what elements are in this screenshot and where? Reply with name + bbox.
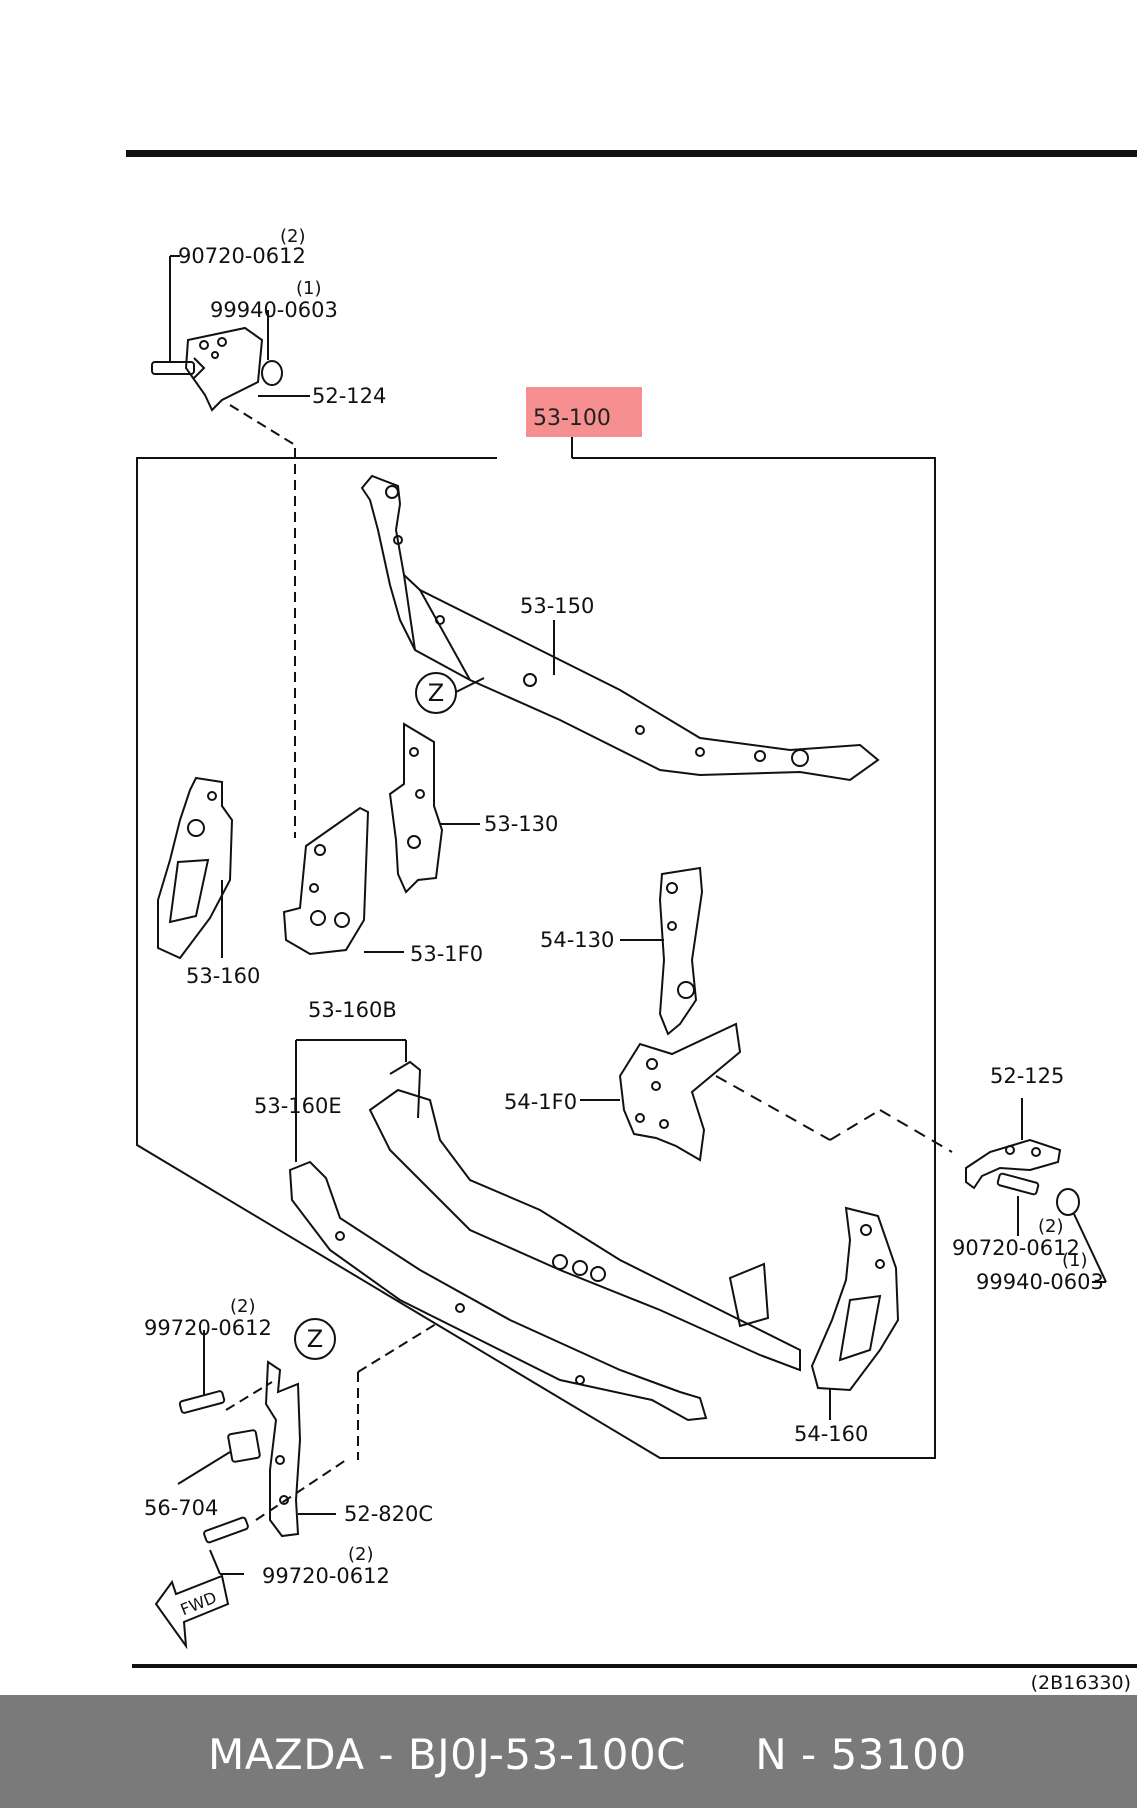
bracket-52-124 [151,255,310,838]
qty-99720-0612-b: (2) [348,1544,374,1565]
bracket-53-1F0 [282,806,404,956]
bracket-54-130 [620,866,704,1036]
top-rule [126,150,1137,157]
part-label-99940-0603-right[interactable]: 99940-0603 [976,1270,1104,1294]
bracket-53-160 [157,776,234,960]
highlighted-part-box [526,387,642,437]
part-label-53-150[interactable]: 53-150 [520,594,595,618]
part-label-56-704[interactable]: 56-704 [144,1496,219,1520]
lower-bar-53-160E [288,1160,708,1422]
bracket-54-1F0 [580,1022,953,1162]
qty-99720-0612-a: (2) [230,1296,256,1317]
bracket-52-125 [965,1098,1107,1283]
bottom-left-fasteners [177,1330,347,1575]
part-label-53-1F0[interactable]: 53-1F0 [410,942,484,966]
qty-90720-0612-right: (2) [1038,1216,1064,1237]
highlighted-part-label[interactable]: 53-100 [533,406,611,431]
qty-99940-0603-right: (1) [1062,1250,1088,1271]
part-label-99940-0603-top[interactable]: 99940-0603 [210,298,338,322]
diagram-reference-code: (2B16330) [1030,1672,1131,1694]
part-label-52-124[interactable]: 52-124 [312,384,387,408]
part-label-54-130[interactable]: 54-130 [540,928,615,952]
bottom-rule [132,1664,1137,1668]
part-label-90720-0612-top[interactable]: 90720-0612 [178,244,306,268]
part-label-53-160B[interactable]: 53-160B [308,998,397,1022]
upper-tie-bar-53-150 [360,474,880,782]
part-label-99720-0612-b[interactable]: 99720-0612 [262,1564,390,1588]
footer-part-number: MAZDA - BJ0J-53-100C N - 53100 [208,1730,967,1779]
assembly-outline [136,457,936,1459]
part-label-54-160[interactable]: 54-160 [794,1422,869,1446]
z-top-leader [455,677,485,693]
qty-99940-0603-top: (1) [296,278,322,299]
footer-bar [0,1695,1137,1808]
part-label-53-130[interactable]: 53-130 [484,812,559,836]
part-label-99720-0612-a[interactable]: 99720-0612 [144,1316,272,1340]
part-label-90720-0612-right[interactable]: 90720-0612 [952,1236,1080,1260]
part-label-53-160[interactable]: 53-160 [186,964,261,988]
part-label-52-820C[interactable]: 52-820C [344,1502,434,1526]
lower-bar-53-160B [295,1039,801,1372]
bracket-54-160 [810,1206,900,1420]
bracket-52-820C [264,1323,437,1538]
bracket-53-130 [388,722,480,894]
fwd-arrow-icon [154,1574,230,1650]
zoom-z-callout-top[interactable]: Z [415,672,457,714]
part-label-54-1F0[interactable]: 54-1F0 [504,1090,578,1114]
zoom-z-callout-bottom[interactable]: Z [294,1318,336,1360]
part-label-53-160E[interactable]: 53-160E [254,1094,342,1118]
part-label-52-125[interactable]: 52-125 [990,1064,1065,1088]
qty-90720-0612-top: (2) [280,226,306,247]
